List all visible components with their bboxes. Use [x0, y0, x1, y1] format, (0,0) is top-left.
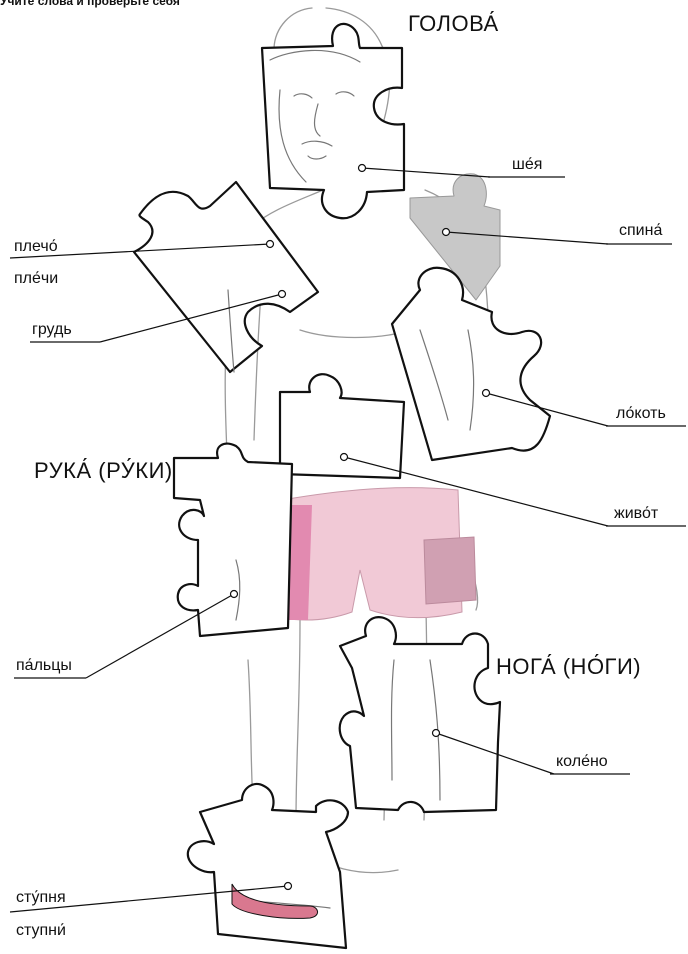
puzzle-pieces [134, 24, 550, 948]
book [424, 537, 476, 604]
label-back: спина́ [619, 222, 662, 240]
label-shoulder: плечо́ [14, 238, 58, 256]
label-feet: ступни́ [16, 922, 66, 940]
label-fingers: па́льцы [16, 657, 72, 675]
puzzle-foot [188, 784, 348, 948]
label-neck: ше́я [512, 156, 542, 174]
label-shoulders: пле́чи [14, 270, 58, 288]
puzzle-hand [174, 444, 292, 636]
label-chest: грудь [32, 321, 72, 339]
puzzle-arm-right [392, 268, 550, 460]
puzzle-belly [280, 374, 404, 478]
label-foot: сту́пня [16, 889, 66, 907]
label-belly: живо́т [614, 505, 658, 523]
puzzle-head [262, 24, 404, 218]
label-knee: коле́но [556, 753, 608, 771]
label-elbow: ло́коть [616, 405, 666, 423]
puzzle-knee [340, 617, 500, 812]
leg-heading: НОГА́ (НО́ГИ) [496, 655, 641, 679]
head-heading: ГОЛОВА́ [408, 12, 499, 36]
arm-heading: РУКА́ (РУ́КИ) [34, 459, 173, 483]
puzzle-shoulder [134, 182, 318, 372]
